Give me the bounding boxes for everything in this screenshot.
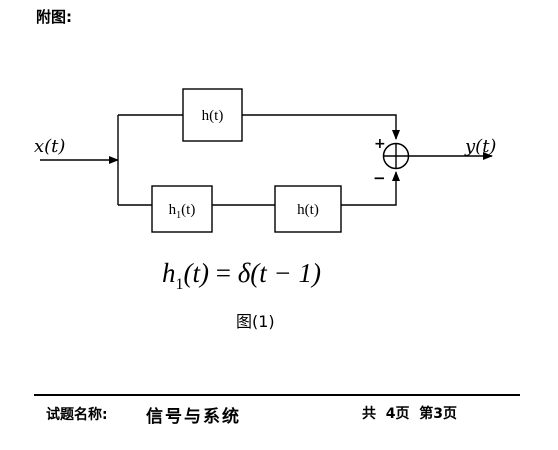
top-branch-out <box>242 114 400 140</box>
summing-junction <box>382 142 410 170</box>
footer-divider <box>34 394 520 396</box>
figure-caption: 图(1) <box>236 312 275 331</box>
block-bottom-h1: h1(t) <box>151 185 213 233</box>
svg-text:h(t): h(t) <box>202 108 224 124</box>
sum-plus-sign: + <box>374 136 386 152</box>
exam-name-label: 试题名称: <box>46 407 108 423</box>
output-label: y(t) <box>464 136 496 157</box>
exam-name: 信号与系统 <box>146 407 241 427</box>
svg-text:h1(t): h1(t) <box>169 202 196 221</box>
page-count: 共 4页 第3页 <box>362 406 457 422</box>
page-title: 附图: <box>36 8 72 26</box>
bottom-branch-out <box>341 171 400 206</box>
svg-text:h(t): h(t) <box>297 202 319 218</box>
block-diagram: x(t) h(t) h1(t) h(t) + − y(t) <box>34 88 496 233</box>
block-top-h: h(t) <box>182 88 243 142</box>
input-label: x(t) <box>34 136 65 157</box>
block-bottom-h: h(t) <box>274 185 342 233</box>
impulse-response-formula: h1(t) = δ(t − 1) <box>162 258 321 293</box>
sum-minus-sign: − <box>373 169 386 187</box>
